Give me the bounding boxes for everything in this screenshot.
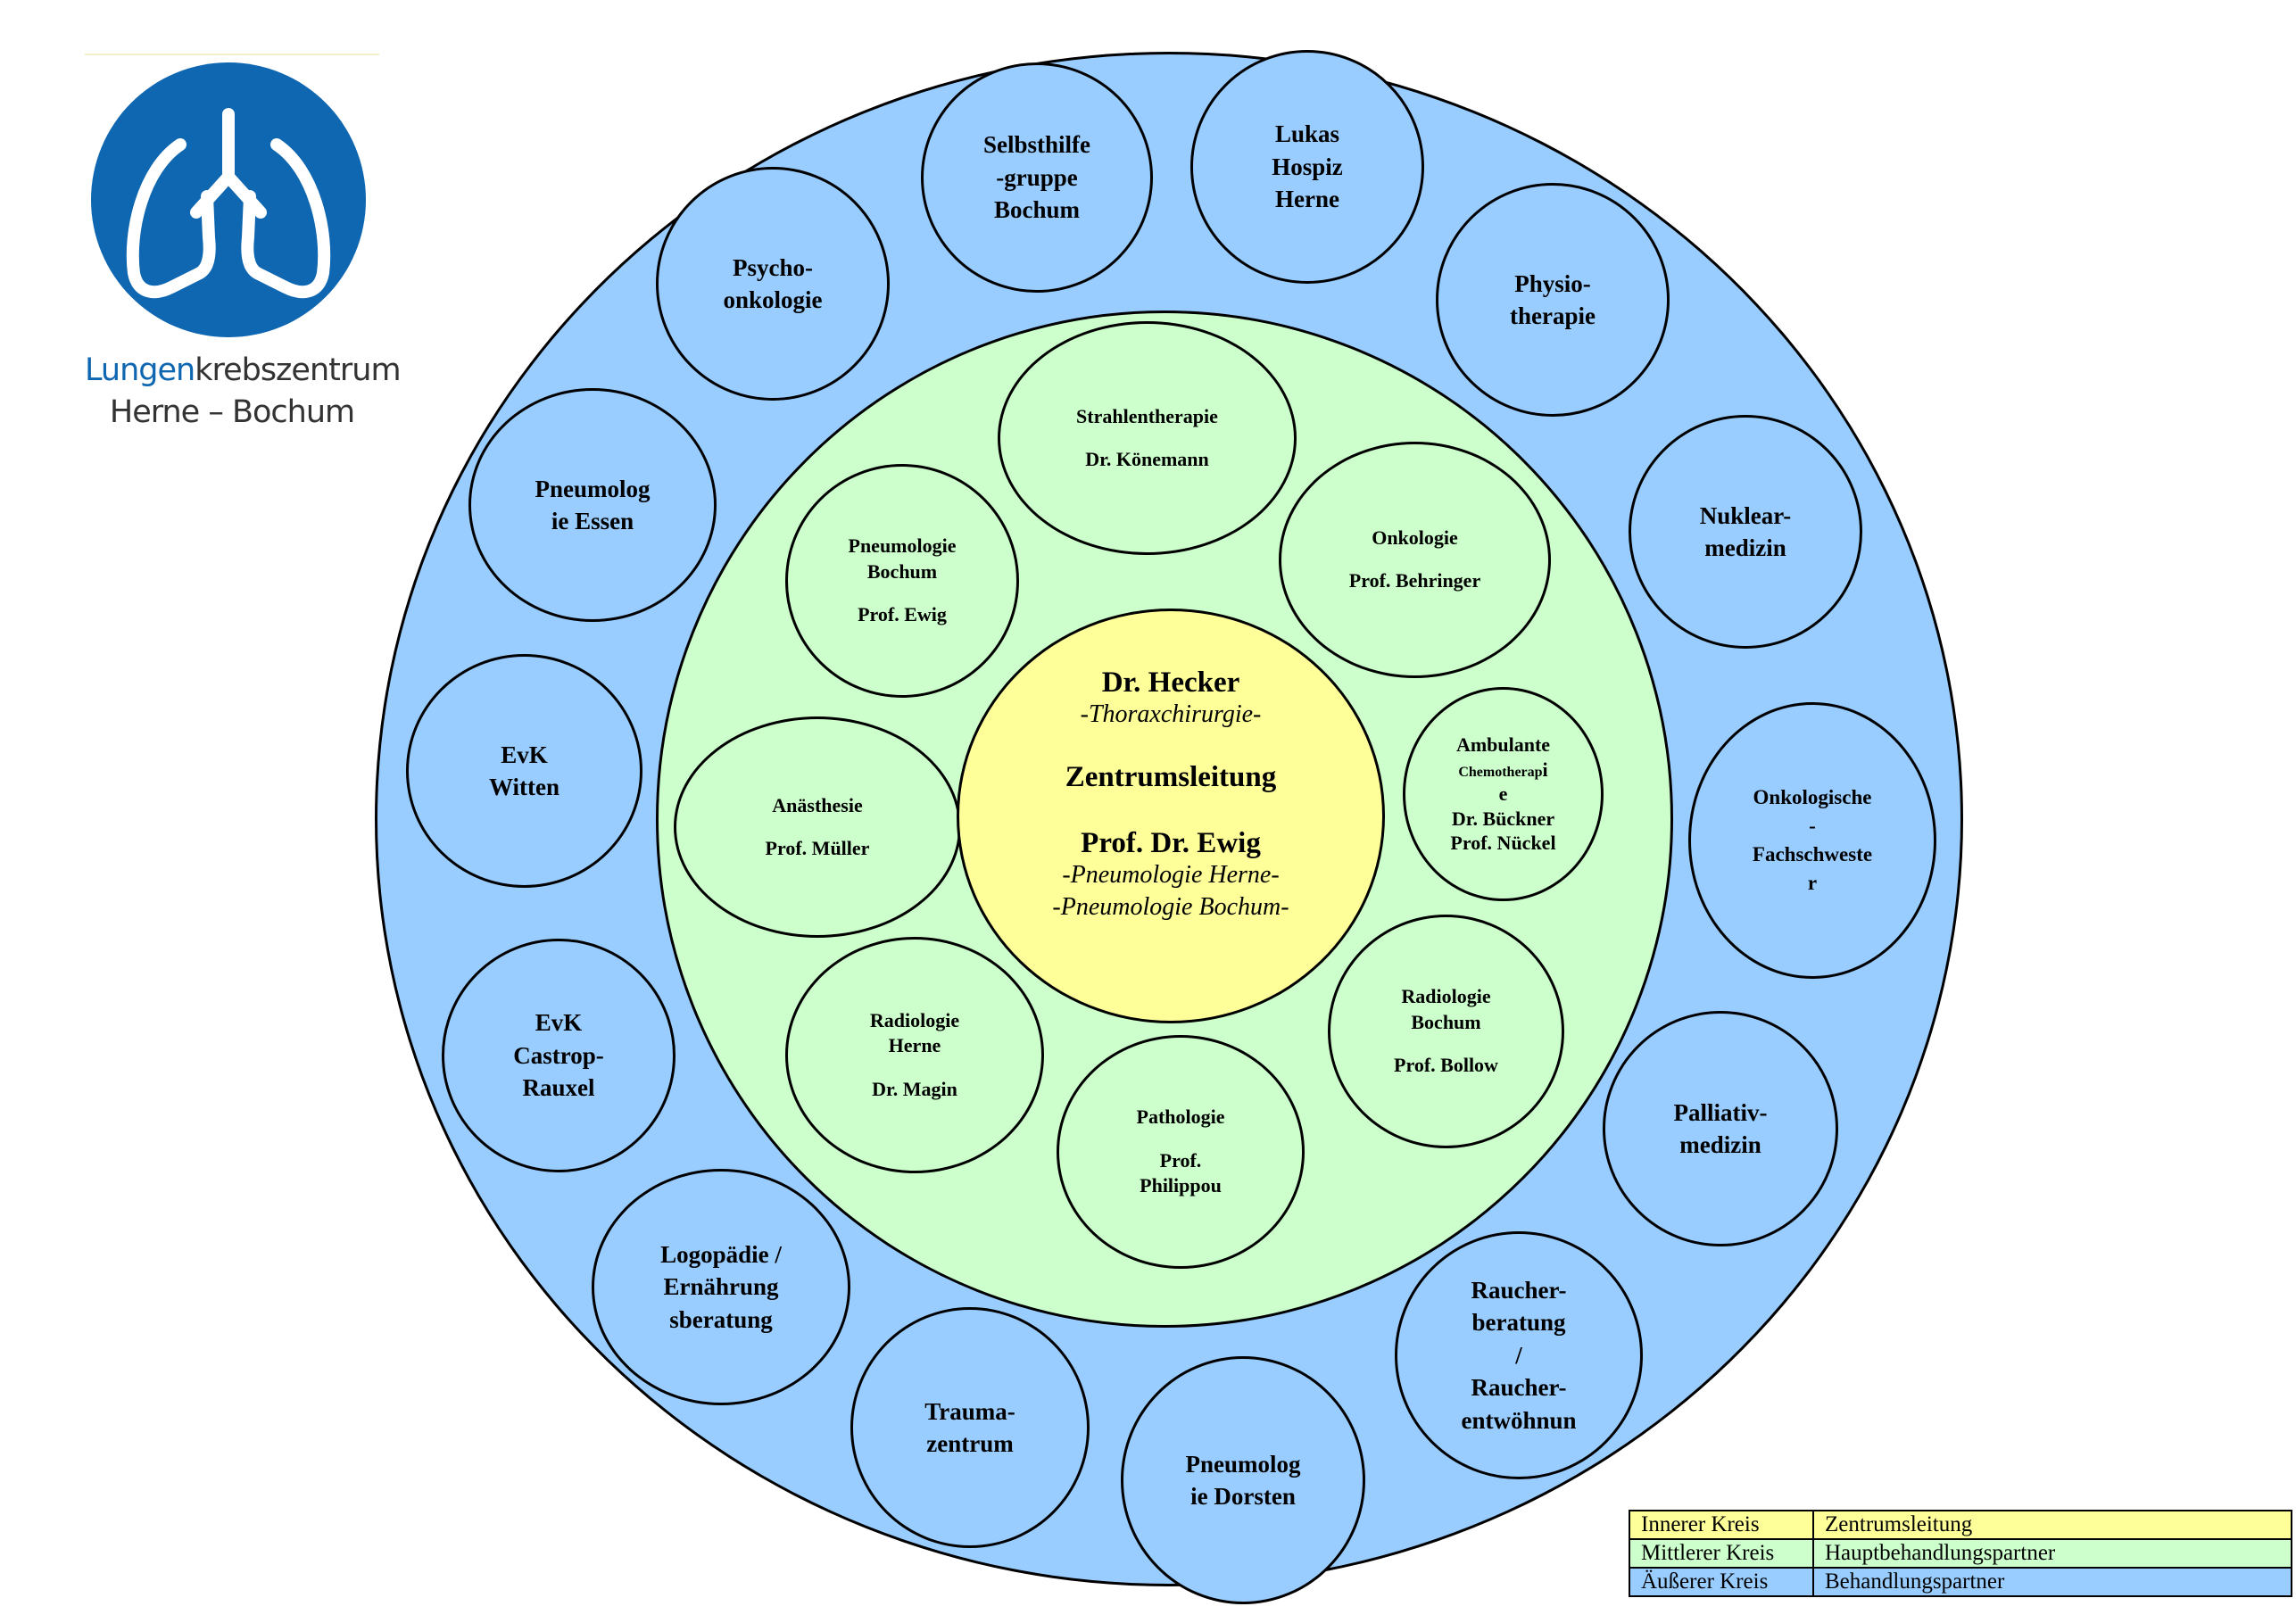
legend-row-outer: Äußerer Kreis Behandlungspartner [1629, 1567, 2292, 1597]
node-traumazentrum: Trauma-zentrum [850, 1307, 1090, 1548]
node-palliativmedizin: Palliativ-medizin [1603, 1011, 1838, 1246]
lungs-icon [126, 108, 331, 299]
logo: Lungenkrebszentrum Herne – Bochum [85, 54, 402, 446]
node-nuklearmedizin: Nuklear-medizin [1629, 415, 1862, 649]
center-name-hecker: Dr. Hecker [1101, 667, 1240, 699]
node-ambulante-chemotherapie: Ambulante Chemotherapi e Dr. Bückner Pro… [1403, 687, 1604, 901]
logo-subtitle: Herne – Bochum [109, 394, 355, 430]
logo-circle [91, 62, 366, 337]
logo-title: Lungenkrebszentrum [85, 352, 402, 388]
legend-row-middle: Mittlerer Kreis Hauptbehandlungspartner [1629, 1538, 2292, 1569]
center-sub-pneumologie-herne: -Pneumologie Herne- [1062, 861, 1280, 889]
legend-value: Zentrumsleitung [1812, 1510, 2292, 1540]
node-physiotherapie: Physio-therapie [1436, 183, 1670, 417]
legend-value: Hauptbehandlungspartner [1812, 1538, 2292, 1569]
legend-key: Innerer Kreis [1629, 1510, 1814, 1540]
legend-key: Mittlerer Kreis [1629, 1538, 1814, 1569]
node-psychoonkologie: Psycho-onkologie [656, 167, 890, 401]
center-circle: Dr. Hecker -Thoraxchirurgie- Zentrumslei… [957, 609, 1385, 1023]
center-sub-thoraxchirurgie: -Thoraxchirurgie- [1080, 700, 1262, 728]
node-raucherberatung: Raucher-beratung/Raucher-entwöhnun [1395, 1231, 1643, 1479]
legend: Innerer Kreis Zentrumsleitung Mittlerer … [1629, 1510, 2292, 1597]
logo-divider [85, 54, 379, 55]
center-sub-pneumologie-bochum: -Pneumologie Bochum- [1052, 893, 1289, 921]
legend-key: Äußerer Kreis [1629, 1567, 1814, 1597]
legend-value: Behandlungspartner [1812, 1567, 2292, 1597]
legend-row-inner: Innerer Kreis Zentrumsleitung [1629, 1510, 2292, 1540]
center-name-ewig: Prof. Dr. Ewig [1081, 827, 1261, 859]
center-role: Zentrumsleitung [1065, 761, 1277, 793]
